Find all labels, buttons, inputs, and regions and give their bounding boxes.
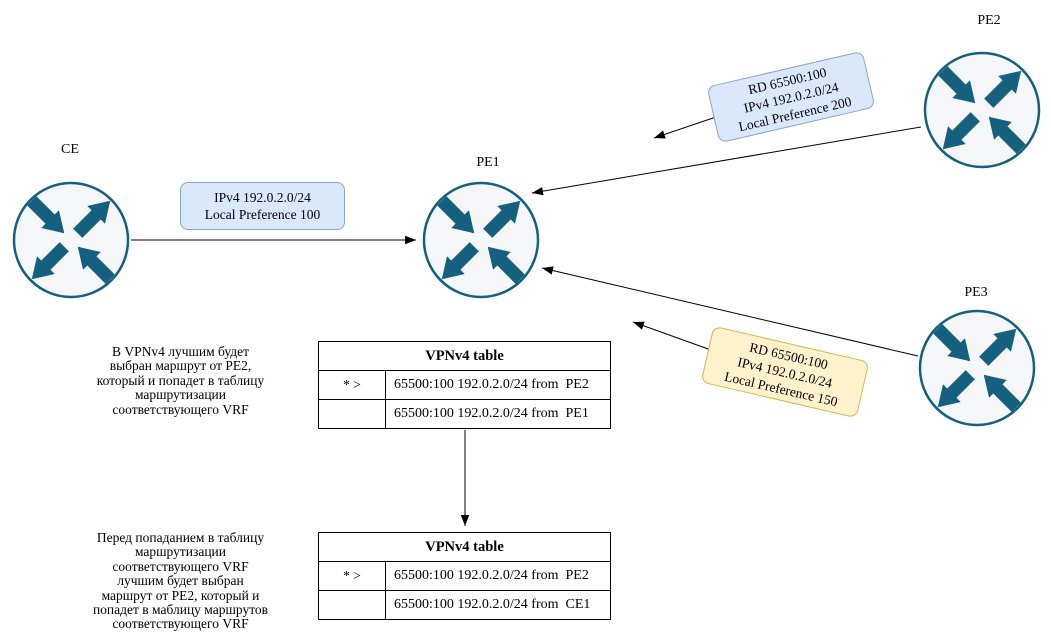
table-title: VPNv4 table: [425, 347, 504, 364]
router-label-pe3: PE3: [964, 285, 988, 300]
edge-label-ce-pe1: IPv4 192.0.2.0/24 Local Preference 100: [180, 182, 345, 230]
note-line: В VPNv4 лучшим будет: [111, 344, 250, 359]
note-line: соответствующего VRF: [112, 616, 249, 632]
note-line: Перед попаданием в таблицу: [96, 530, 265, 545]
vpnv4-table-bottom: VPNv4 table * > 65500:100 192.0.2.0/24 f…: [318, 532, 611, 620]
router-label-pe2: PE2: [977, 13, 1001, 28]
table-row: 65500:100 192.0.2.0/24 from PE1: [319, 399, 610, 428]
router-node-ce: [11, 180, 131, 300]
note-line: соответствующего VRF: [112, 401, 249, 417]
edge-label-line: IPv4 192.0.2.0/24: [214, 190, 311, 205]
route-cell: 65500:100 192.0.2.0/24 from PE1: [394, 406, 589, 421]
router-label-pe1: PE1: [476, 155, 500, 170]
best-route-flag: [319, 591, 386, 619]
edge-label-pe3-pe1: RD 65500:100 IPv4 192.0.2.0/24 Local Pre…: [700, 325, 870, 419]
table-row: * > 65500:100 192.0.2.0/24 from PE2: [319, 561, 610, 590]
router-label-ce: CE: [61, 142, 79, 157]
note-line: маршрут от PE2, который и: [101, 587, 260, 603]
router-icon: [923, 51, 1041, 169]
note-vrf-best-path: Перед попаданием в таблицу маршрутизации…: [70, 530, 291, 632]
router-node-pe3: [917, 308, 1037, 428]
router-icon: [918, 309, 1036, 427]
router-icon: [12, 181, 130, 299]
table-row: 65500:100 192.0.2.0/24 from CE1: [319, 590, 610, 619]
pointer-label-pe3: [632, 321, 712, 351]
pointer-label-pe2: [653, 116, 717, 139]
note-line: соответствующего VRF: [112, 558, 249, 574]
note-vpnv4-best-path: В VPNv4 лучшим будет выбран маршрут от P…: [70, 344, 291, 417]
note-line: лучшим будет выбран: [117, 573, 244, 589]
best-route-flag: * >: [319, 371, 386, 399]
router-icon: [422, 181, 540, 299]
best-route-flag: [319, 400, 386, 428]
best-route-flag: * >: [319, 562, 386, 590]
router-node-pe2: [922, 50, 1042, 170]
note-line: который и попадет в таблицу: [96, 372, 265, 388]
table-title: VPNv4 table: [425, 538, 504, 555]
route-cell: 65500:100 192.0.2.0/24 from PE2: [394, 568, 589, 583]
table-row: * > 65500:100 192.0.2.0/24 from PE2: [319, 370, 610, 399]
edge-label-line: Local Preference 100: [204, 207, 321, 222]
route-cell: 65500:100 192.0.2.0/24 from CE1: [394, 597, 591, 612]
note-line: выбран маршрут от PE2,: [109, 358, 252, 374]
edge-label-pe2-pe1: RD 65500:100 IPv4 192.0.2.0/24 Local Pre…: [706, 50, 876, 144]
route-cell: 65500:100 192.0.2.0/24 from PE2: [394, 377, 589, 392]
note-line: маршрутизации: [134, 544, 227, 560]
note-line: маршрутизации: [134, 387, 227, 403]
router-node-pe1: [421, 180, 541, 300]
note-line: попадет в маблицу маршрутов: [92, 602, 269, 618]
vpnv4-table-top: VPNv4 table * > 65500:100 192.0.2.0/24 f…: [318, 341, 611, 429]
